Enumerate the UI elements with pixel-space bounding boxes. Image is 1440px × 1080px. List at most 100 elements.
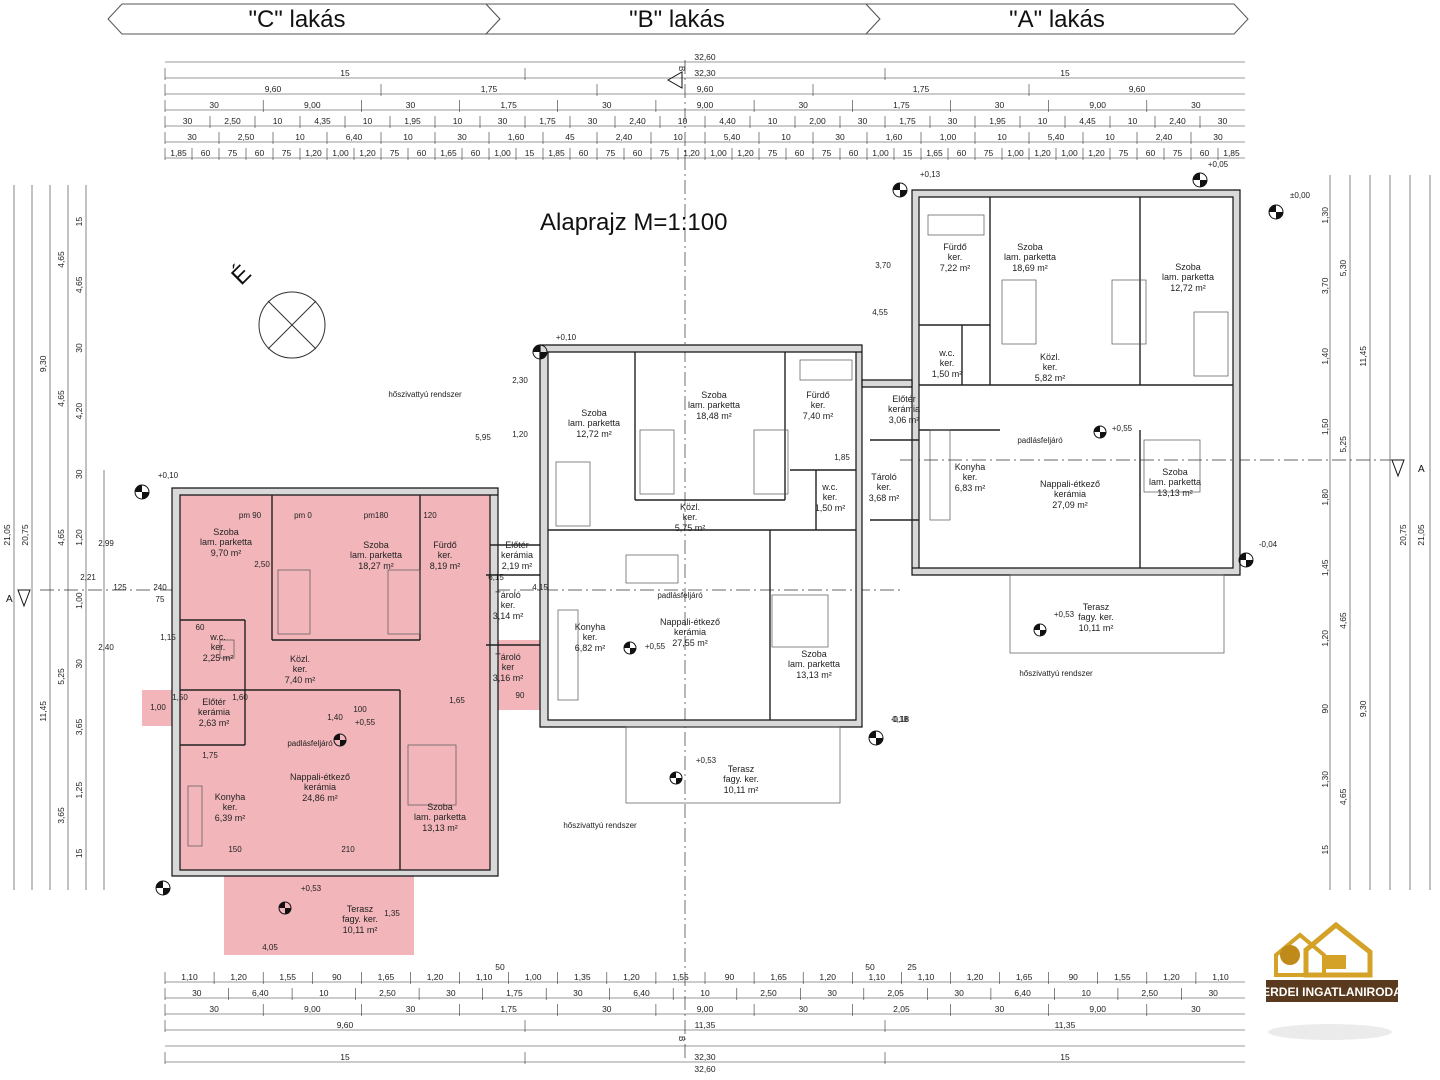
dimension-label: 1,65 [378, 972, 395, 982]
room-area: 13,13 m² [422, 823, 458, 833]
room-floor-type: lam. parketta [568, 418, 620, 428]
dimension-label: 10 [403, 132, 413, 142]
dimension-label: 60 [255, 148, 265, 158]
dimension-label: 1,65 [770, 972, 787, 982]
level-symbol-fill [279, 902, 291, 914]
floor-level-label: +0,53 [301, 884, 322, 893]
room-name: Szoba [801, 649, 827, 659]
room-area: 6,82 m² [575, 643, 606, 653]
opening-dimension: 5,95 [475, 433, 491, 442]
dimension-label: 1,95 [404, 116, 421, 126]
heat-pump-label: hőszivattyú rendszer [388, 390, 462, 399]
dimension-label: 1,55 [672, 972, 689, 982]
dimension-label: 15 [340, 68, 350, 78]
dimension-label: 60 [795, 148, 805, 158]
dimension-label: 1,20 [1320, 630, 1330, 647]
dimension-label: 30 [74, 659, 84, 669]
room-area: 5,75 m² [675, 523, 706, 533]
dimension-label: 10 [768, 116, 778, 126]
room-area: 3,14 m² [493, 611, 524, 621]
room-area: 18,69 m² [1012, 263, 1048, 273]
opening-dimension: 1,60 [232, 693, 248, 702]
dimension-label: 4,65 [56, 251, 66, 268]
apartment-b [539, 344, 863, 804]
dimension-label: 1,45 [1320, 559, 1330, 576]
level-marker-fill [135, 485, 149, 499]
room-name: Szoba [363, 540, 389, 550]
room-floor-type: fagy. ker. [723, 774, 759, 784]
dimension-label: 1,30 [1320, 771, 1330, 788]
opening-dimension: 4,15 [532, 583, 548, 592]
dimension-label: 10 [1038, 116, 1048, 126]
dimension-label: 2,50 [1141, 988, 1158, 998]
section-a-left-label: A [6, 594, 13, 605]
room-area: 27,09 m² [1052, 500, 1088, 510]
dimension-label: 1,85 [1223, 148, 1240, 158]
dimension-label: 5,40 [1048, 132, 1065, 142]
room-floor-type: lam. parketta [350, 550, 402, 560]
room-floor-type: ker. [823, 492, 838, 502]
room-floor-type: ker. [211, 642, 226, 652]
opening-dimension: 60 [196, 623, 205, 632]
dimension-label: 1,20 [967, 972, 984, 982]
level-symbol-fill [334, 734, 346, 746]
dimension-label: 1,75 [539, 116, 556, 126]
dimension-label: 50 [495, 962, 505, 972]
opening-dimension: 1,20 [512, 430, 528, 439]
room-name: Konyha [575, 622, 606, 632]
dimension-label: 2,05 [893, 1004, 910, 1014]
level-symbol-fill [1094, 426, 1106, 438]
dimension-label: 2,50 [238, 132, 255, 142]
dimension-label: 30 [457, 132, 467, 142]
section-a-left-marker [17, 589, 31, 608]
dimension-label: 15 [1060, 1052, 1070, 1062]
dimension-label: 60 [201, 148, 211, 158]
agency-logo: ERDEI INGATLANIRODA [1262, 921, 1402, 1040]
room-floor-type: lam. parketta [788, 659, 840, 669]
room-area: 3,16 m² [493, 673, 524, 683]
room-floor-type: ker. [583, 632, 598, 642]
opening-dimension: 2,21 [80, 573, 96, 582]
room-name: Terasz [728, 764, 755, 774]
opening-dimension: 240 [153, 583, 167, 592]
room-area: 2,25 m² [203, 653, 234, 663]
room-name: w.c. [938, 348, 955, 358]
room-floor-type: kerámia [1054, 489, 1086, 499]
dimension-label: 1,75 [913, 84, 930, 94]
level-value: +0,10 [158, 471, 179, 480]
dimension-label: 15 [903, 148, 913, 158]
opening-dimension: 1,85 [834, 453, 850, 462]
dimension-label: 30 [573, 988, 583, 998]
dimension-label: 10 [678, 116, 688, 126]
room-floor-type: lam. parketta [1162, 272, 1214, 282]
dimension-label: 30 [798, 100, 808, 110]
level-value: +0,10 [556, 333, 577, 342]
dimension-label: 9,60 [265, 84, 282, 94]
dimension-label: 1,10 [918, 972, 935, 982]
room-floor-type: ker. [438, 550, 453, 560]
dimension-label: 2,40 [616, 132, 633, 142]
right-dim-third: 11,459,30 [1358, 346, 1368, 717]
room-area: 9,70 m² [211, 548, 242, 558]
dimension-label: 60 [1200, 148, 1210, 158]
room-name: Tároló [495, 590, 521, 600]
dimension-label: 30 [74, 343, 84, 353]
section-b-top-marker [666, 71, 683, 89]
dimension-label: 1,00 [710, 148, 727, 158]
dimension-label: 32,30 [694, 1052, 716, 1062]
room-floor-type: kerámia [501, 550, 533, 560]
room-area: 8,19 m² [430, 561, 461, 571]
dimension-label: 50 [865, 962, 875, 972]
dimension-label: 90 [725, 972, 735, 982]
